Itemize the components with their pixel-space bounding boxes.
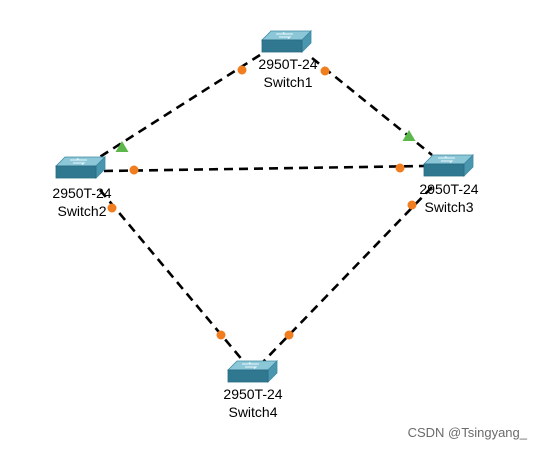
switch-icon	[423, 154, 474, 177]
device-switch2[interactable]: 2950T-24 Switch2	[52, 156, 112, 219]
device-model: 2950T-24	[258, 56, 317, 72]
link-light-up	[407, 200, 417, 210]
watermark: CSDN @Tsingyang_	[407, 425, 527, 440]
switch-icon	[227, 360, 278, 383]
device-model: 2950T-24	[52, 185, 111, 201]
link-light-up	[237, 65, 247, 75]
link-light-up	[320, 66, 330, 76]
link-light-transition	[402, 130, 416, 141]
links	[94, 53, 433, 364]
device-name: Switch2	[57, 203, 106, 219]
link-light-transition	[115, 141, 129, 152]
switch-icon	[261, 30, 312, 53]
link-switch2-switch3[interactable]	[103, 164, 427, 173]
link-light-up	[129, 165, 139, 175]
device-name: Switch4	[228, 404, 277, 420]
switch-icon	[55, 156, 106, 179]
link-light-up	[284, 330, 294, 340]
link-switch1-switch2[interactable]	[94, 53, 261, 162]
device-model: 2950T-24	[223, 386, 282, 402]
link-light-up	[107, 203, 117, 213]
device-switch3[interactable]: 2950T-24 Switch3	[419, 154, 479, 215]
device-switch1[interactable]: 2950T-24 Switch1	[258, 30, 318, 90]
link-light-up	[395, 163, 405, 173]
device-name: Switch1	[263, 74, 312, 90]
device-name: Switch3	[424, 199, 473, 215]
device-switch4[interactable]: 2950T-24 Switch4	[223, 360, 283, 420]
device-model: 2950T-24	[419, 181, 478, 197]
link-lights	[107, 65, 417, 340]
link-light-up	[216, 330, 226, 340]
